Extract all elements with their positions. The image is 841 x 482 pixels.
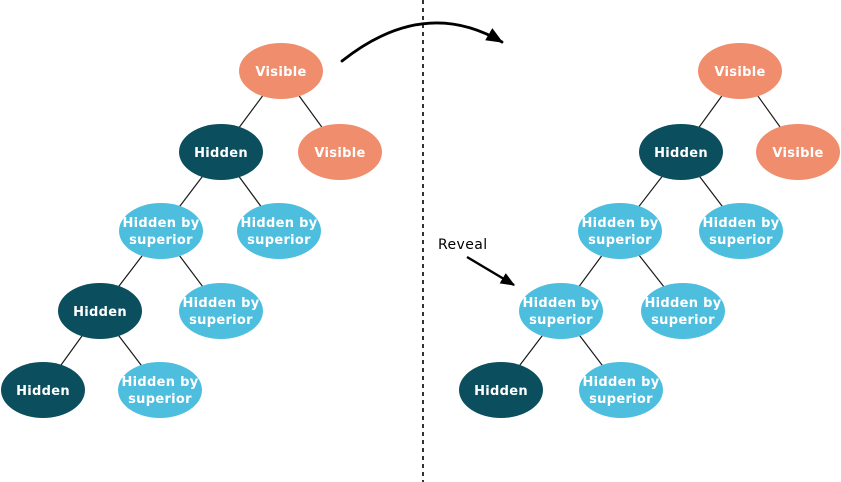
node-ellipse bbox=[459, 362, 543, 418]
node-label: Visible bbox=[772, 146, 823, 161]
node-ellipse bbox=[519, 283, 603, 339]
node-hidden: Hidden bbox=[639, 124, 723, 180]
node-label: Hidden bbox=[654, 146, 708, 161]
node-ellipse bbox=[1, 362, 85, 418]
node-ellipse bbox=[298, 124, 382, 180]
node-ellipse bbox=[641, 283, 725, 339]
annotations-layer: Reveal bbox=[340, 0, 516, 482]
node-visible: Visible bbox=[239, 43, 323, 99]
node-ellipse bbox=[239, 43, 323, 99]
node-label: Visible bbox=[255, 65, 306, 80]
node-ellipse bbox=[179, 124, 263, 180]
node-label: Hidden bbox=[194, 146, 248, 161]
node-visible: Visible bbox=[756, 124, 840, 180]
reveal-label: Reveal bbox=[438, 237, 487, 253]
node-ellipse bbox=[237, 203, 321, 259]
node-ellipse bbox=[578, 203, 662, 259]
node-label: Hidden bbox=[474, 384, 528, 399]
node-ellipse bbox=[58, 283, 142, 339]
node-ellipse bbox=[699, 203, 783, 259]
node-label: Visible bbox=[314, 146, 365, 161]
node-visible: Visible bbox=[698, 43, 782, 99]
node-ellipse bbox=[579, 362, 663, 418]
node-label: Hidden bbox=[73, 305, 127, 320]
node-label: Visible bbox=[714, 65, 765, 80]
node-ellipse bbox=[179, 283, 263, 339]
node-ellipse bbox=[756, 124, 840, 180]
node-hidden: Hidden bbox=[179, 124, 263, 180]
node-ellipse bbox=[118, 362, 202, 418]
node-hidden: Hidden bbox=[459, 362, 543, 418]
before-after-arrow bbox=[340, 21, 504, 63]
node-ellipse bbox=[119, 203, 203, 259]
node-ellipse bbox=[698, 43, 782, 99]
node-ellipse bbox=[639, 124, 723, 180]
node-hidden: Hidden bbox=[1, 362, 85, 418]
node-hidden: Hidden bbox=[58, 283, 142, 339]
node-visible: Visible bbox=[298, 124, 382, 180]
reveal-arrow bbox=[466, 255, 516, 287]
node-label: Hidden bbox=[16, 384, 70, 399]
